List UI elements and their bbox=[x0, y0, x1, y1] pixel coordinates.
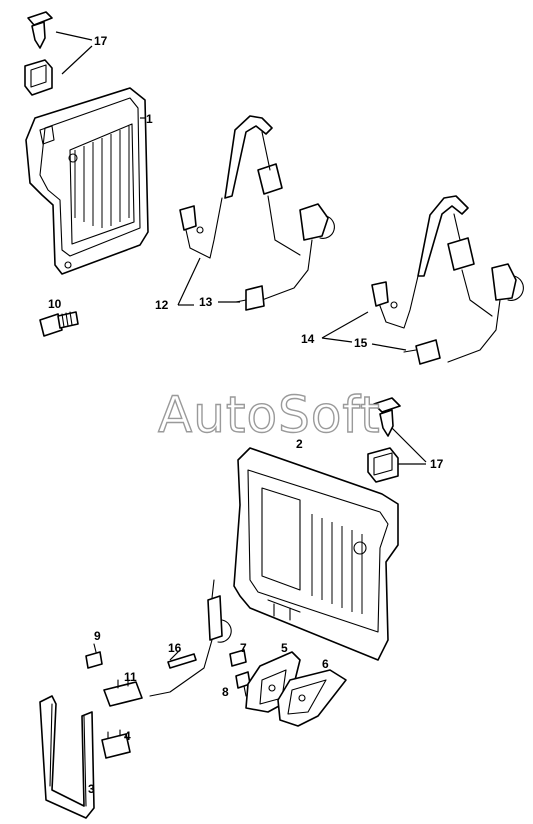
callout-14: 14 bbox=[301, 332, 315, 346]
leader-lines bbox=[55, 31, 427, 661]
part-6-hinge-bracket bbox=[277, 669, 347, 727]
part-10-bolt bbox=[39, 311, 79, 337]
callout-1: 1 bbox=[146, 112, 153, 126]
callout-16: 16 bbox=[168, 641, 182, 655]
part-1-seat-back-left bbox=[25, 87, 149, 275]
callout-7: 7 bbox=[240, 641, 247, 655]
watermark-text: AutoSoft bbox=[158, 386, 381, 444]
callout-10: 10 bbox=[48, 297, 62, 311]
callout-6: 6 bbox=[322, 657, 329, 671]
part-4-clip bbox=[101, 729, 131, 759]
callout-17-top: 17 bbox=[94, 34, 108, 48]
part-3-frame bbox=[39, 695, 95, 819]
callout-3: 3 bbox=[88, 782, 95, 796]
part-7-bolt bbox=[229, 649, 247, 667]
callout-8: 8 bbox=[222, 685, 229, 699]
part-17-latch-right bbox=[367, 397, 401, 483]
part-2-seat-back-right bbox=[233, 447, 399, 661]
callout-12: 12 bbox=[155, 298, 169, 312]
part-16-release-cable bbox=[149, 579, 232, 697]
callout-5: 5 bbox=[281, 641, 288, 655]
callout-4: 4 bbox=[124, 729, 131, 743]
seat-belt-assembly-left bbox=[179, 115, 335, 311]
callout-17-right: 17 bbox=[430, 457, 444, 471]
part-17-latch-top bbox=[24, 11, 53, 96]
callout-15: 15 bbox=[354, 336, 368, 350]
callout-9: 9 bbox=[94, 629, 101, 643]
part-9-screw bbox=[85, 643, 103, 669]
callout-11: 11 bbox=[124, 670, 137, 684]
callout-13: 13 bbox=[199, 295, 213, 309]
part-11-switch bbox=[103, 677, 143, 707]
callout-labels: 17 1 10 12 13 14 15 2 17 9 16 7 5 6 11 8… bbox=[48, 34, 444, 796]
seat-belt-assembly-right bbox=[371, 195, 524, 365]
callout-2: 2 bbox=[296, 437, 303, 451]
